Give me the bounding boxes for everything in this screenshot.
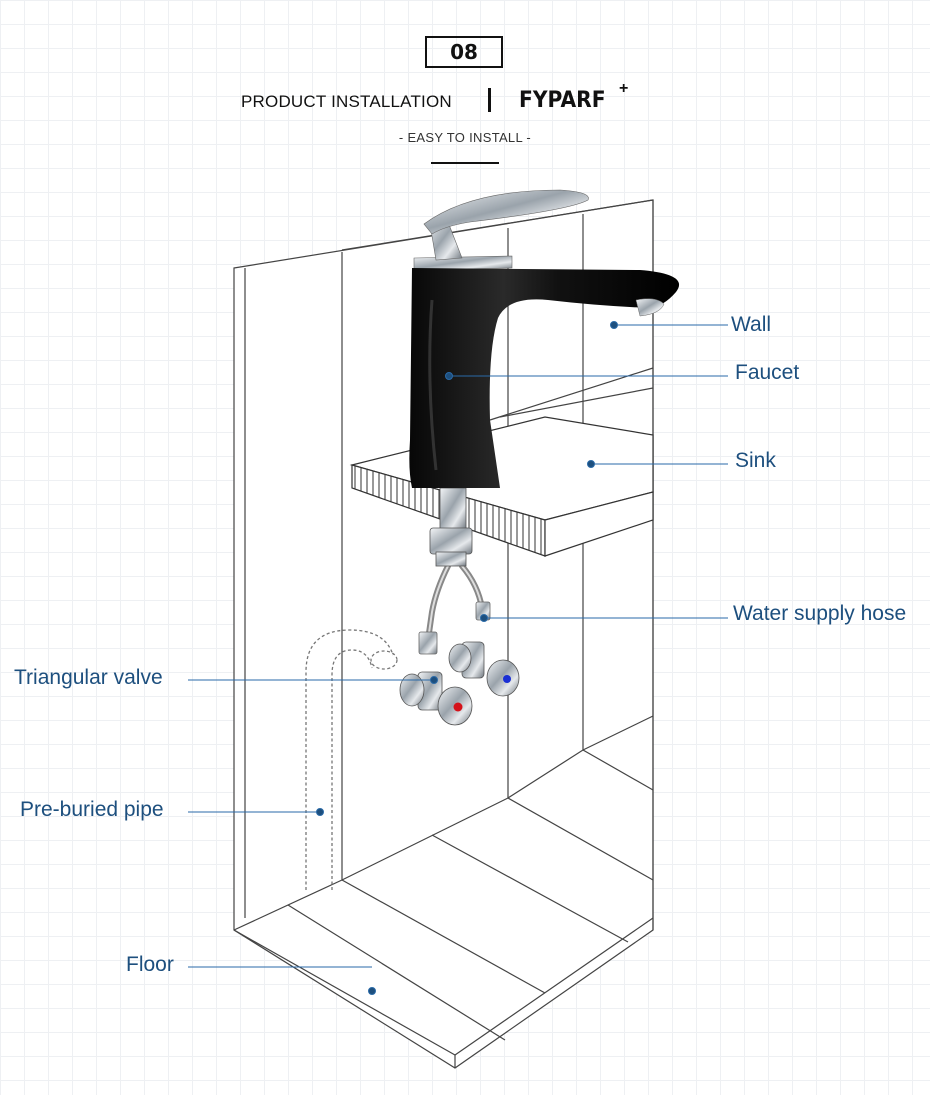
brand-logo: FYPARF xyxy=(519,88,606,113)
callout-wall: Wall xyxy=(731,313,772,336)
triangular-valves xyxy=(399,641,520,726)
pre-buried-pipe xyxy=(305,629,398,890)
callout-triangular-valve: Triangular valve xyxy=(14,666,163,689)
page-subtitle: - EASY TO INSTALL - xyxy=(398,130,532,145)
page-title: PRODUCT INSTALLATION xyxy=(241,92,452,111)
callout-sink: Sink xyxy=(735,449,776,472)
faucet-shank xyxy=(429,487,473,567)
callout-pre-buried-pipe: Pre-buried pipe xyxy=(20,798,164,821)
title-separator xyxy=(488,88,491,112)
callout-faucet: Faucet xyxy=(735,361,800,384)
step-number-box: 08 xyxy=(425,36,503,68)
callout-lines xyxy=(188,321,728,995)
callout-water-supply-hose: Water supply hose xyxy=(733,602,907,625)
subtitle-rule xyxy=(431,162,499,164)
header: 08 PRODUCT INSTALLATION FYPARF + - EASY … xyxy=(0,0,930,170)
callout-floor: Floor xyxy=(126,953,174,976)
faucet xyxy=(409,189,680,488)
brand-plus-mark: + xyxy=(619,80,629,97)
